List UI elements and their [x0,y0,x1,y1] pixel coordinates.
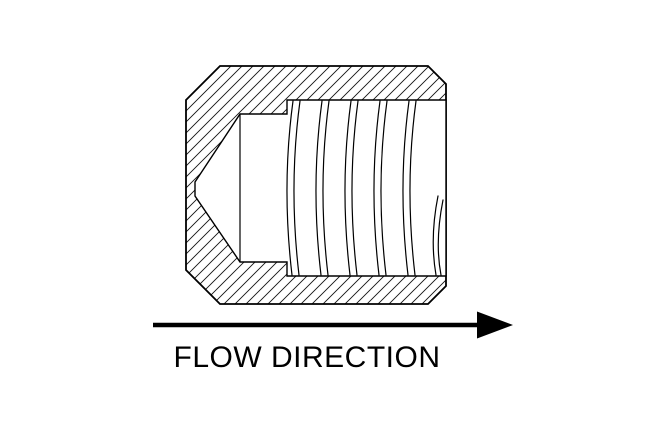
partial-thread [437,199,444,276]
flow-direction-label: FLOW DIRECTION [174,341,441,374]
flow-arrow [153,311,513,339]
bore-profile [194,99,447,277]
flow-arrow-head [477,311,513,339]
internal-threads [286,100,444,276]
partial-thread [432,195,439,276]
